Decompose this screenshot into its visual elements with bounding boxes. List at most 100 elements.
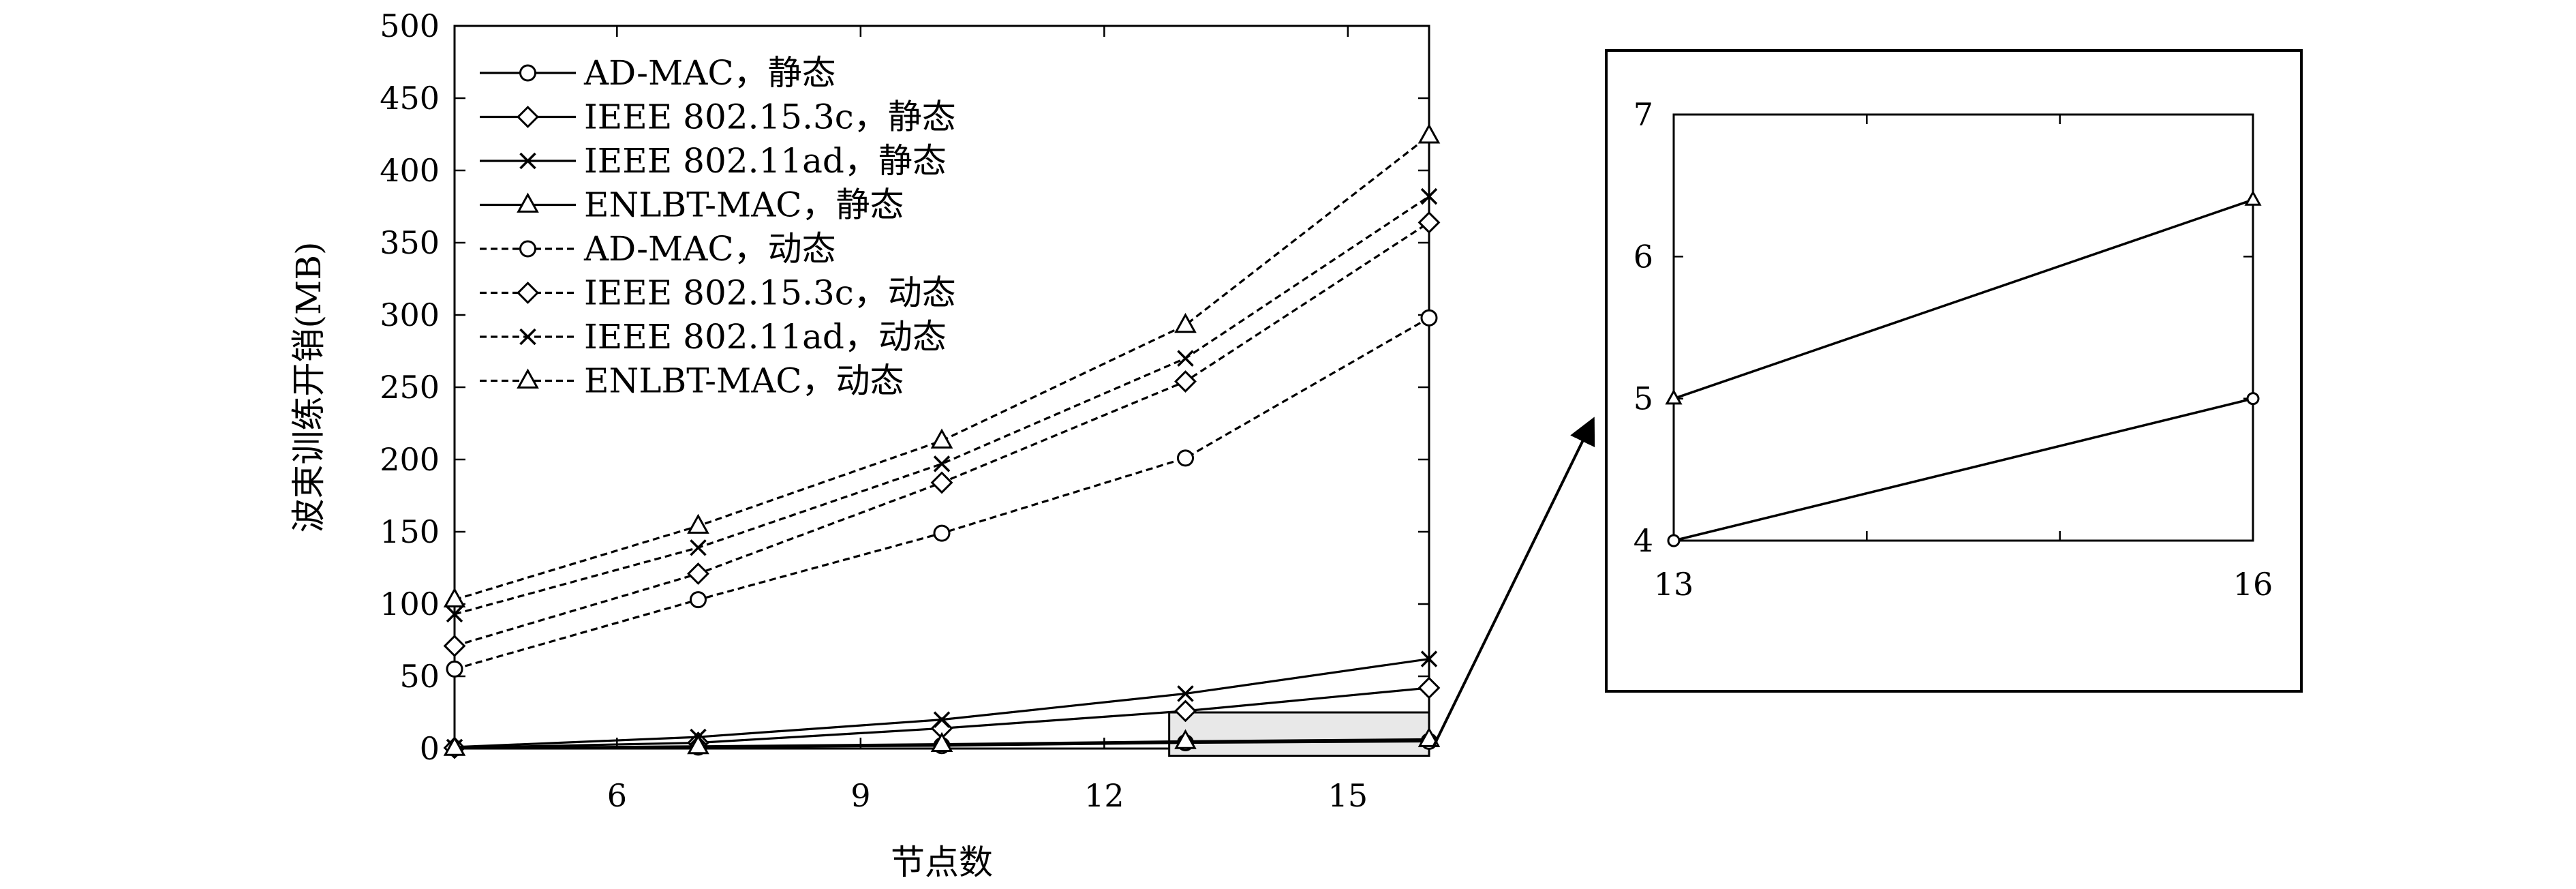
data-point — [930, 428, 953, 449]
data-point — [687, 734, 709, 755]
y-tick-label: 50 — [399, 658, 440, 695]
data-point — [933, 455, 951, 472]
legend-label: AD-MAC，静态 — [583, 53, 836, 93]
data-point — [687, 562, 709, 585]
legend-marker — [517, 192, 539, 213]
data-point — [1420, 187, 1438, 205]
series-8 — [443, 123, 1441, 608]
legend-marker — [519, 152, 536, 170]
data-point — [933, 524, 951, 542]
inset-y-tick-label: 5 — [1634, 380, 1653, 417]
y-tick-label: 250 — [380, 369, 440, 406]
zoom-region-box — [1168, 711, 1430, 757]
data-point — [1417, 123, 1441, 144]
y-tick-label: 500 — [380, 7, 440, 44]
inset-data-point — [2244, 190, 2262, 206]
legend-label: IEEE 802.11ad，动态 — [584, 317, 947, 357]
y-tick-label: 100 — [380, 586, 440, 622]
data-point — [687, 513, 709, 534]
data-point — [443, 736, 466, 756]
zoom-arrow — [1432, 417, 1595, 748]
series-5 — [446, 309, 1438, 678]
legend-label: IEEE 802.15.3c，静态 — [584, 97, 956, 137]
data-point — [930, 732, 953, 753]
inset-data-point — [1667, 534, 1681, 547]
legend-marker — [517, 368, 539, 389]
data-point — [1174, 312, 1197, 333]
inset-axis-ticks — [1674, 113, 2253, 542]
legend-entry: IEEE 802.15.3c，静态 — [480, 97, 956, 137]
inset-y-tick-label: 4 — [1634, 522, 1653, 559]
inset-plot-frame — [1672, 113, 2254, 542]
x-tick-label: 12 — [1084, 777, 1124, 814]
data-point — [443, 635, 466, 657]
legend-label: IEEE 802.15.3c，动态 — [584, 273, 956, 313]
legend-entry: IEEE 802.11ad，动态 — [480, 317, 947, 357]
data-point — [1417, 211, 1441, 234]
data-point — [690, 539, 707, 556]
legend-entry: AD-MAC，动态 — [480, 229, 836, 269]
legend-entry: AD-MAC，静态 — [480, 53, 836, 93]
data-point — [690, 591, 707, 609]
data-point — [1177, 685, 1194, 702]
legend-entry: IEEE 802.15.3c，动态 — [480, 273, 956, 313]
legend-marker — [519, 328, 536, 346]
data-point — [443, 587, 466, 608]
inset-series-1 — [1667, 392, 2260, 547]
y-tick-label: 350 — [380, 224, 440, 261]
series-7 — [446, 187, 1438, 623]
main-series-group — [443, 123, 1441, 759]
data-point — [1174, 699, 1197, 723]
y-axis-label: 波束训练开销(MB) — [289, 242, 328, 533]
y-tick-label: 150 — [380, 513, 440, 550]
data-point — [1177, 350, 1194, 367]
data-point — [1420, 309, 1438, 327]
legend-entry: ENLBT-MAC，动态 — [480, 361, 904, 401]
x-tick-label: 15 — [1328, 777, 1368, 814]
data-point — [930, 471, 953, 494]
inset-series-group — [1665, 190, 2262, 547]
inset-y-tick-label: 7 — [1634, 96, 1653, 133]
legend-entry: ENLBT-MAC，静态 — [480, 185, 904, 225]
y-tick-label: 200 — [380, 441, 440, 478]
legend-entry: IEEE 802.11ad，静态 — [480, 141, 947, 181]
series-line — [454, 195, 1430, 616]
legend-marker — [519, 64, 536, 82]
legend-marker — [517, 282, 539, 304]
inset-data-point — [1665, 389, 1683, 405]
data-point — [933, 711, 951, 728]
inset-series-line — [1673, 198, 2254, 400]
legend-label: IEEE 802.11ad，静态 — [584, 141, 947, 181]
x-axis-label: 节点数 — [891, 843, 993, 882]
y-tick-label: 450 — [380, 80, 440, 117]
series-6 — [443, 211, 1441, 657]
x-tick-label: 9 — [850, 777, 870, 814]
data-point — [1420, 650, 1438, 667]
main-axis-ticks — [455, 25, 1429, 750]
y-tick-label: 300 — [380, 297, 440, 333]
data-point — [1177, 449, 1194, 467]
data-point — [1417, 727, 1441, 747]
legend-label: AD-MAC，动态 — [583, 229, 836, 269]
inset-x-tick-label: 16 — [2233, 566, 2273, 603]
inset-x-tick-label: 13 — [1654, 566, 1694, 603]
inset-series-2 — [1665, 190, 2262, 405]
x-tick-label: 6 — [607, 777, 627, 814]
legend-label: ENLBT-MAC，静态 — [584, 185, 904, 225]
inset-data-point — [2246, 392, 2260, 406]
inset-outer-frame — [1605, 49, 2303, 693]
data-point — [446, 605, 463, 623]
data-point — [1174, 729, 1197, 749]
inset-series-line — [1673, 397, 2254, 542]
data-point — [1417, 676, 1441, 699]
data-point — [1174, 370, 1197, 393]
y-tick-label: 400 — [380, 152, 440, 189]
series-4 — [443, 727, 1441, 756]
